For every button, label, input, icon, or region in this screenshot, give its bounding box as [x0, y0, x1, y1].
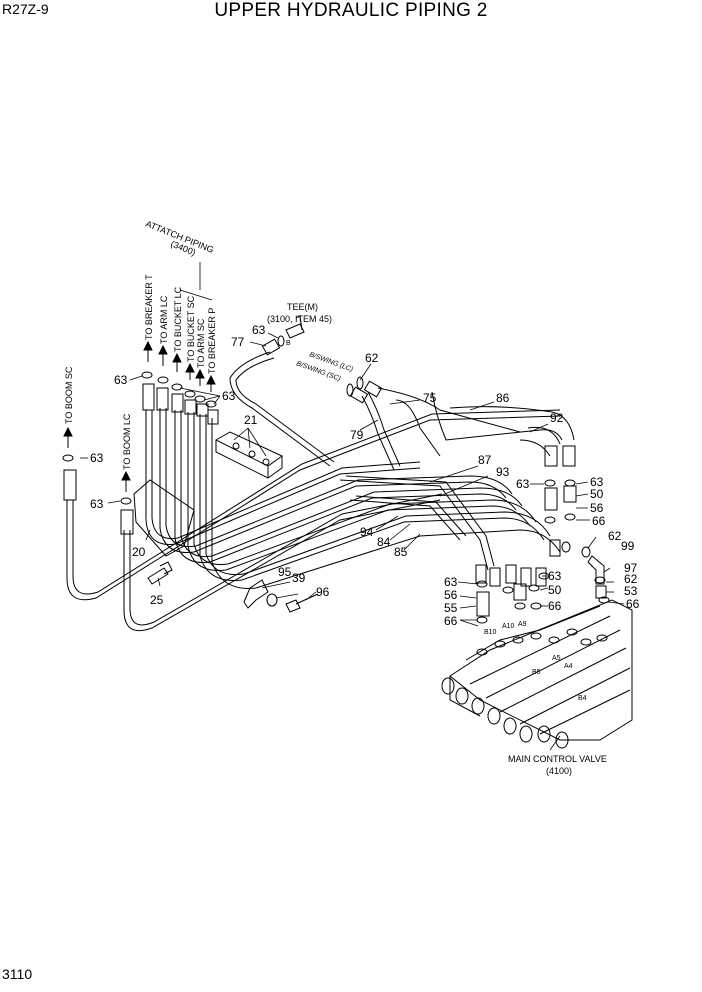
callout-25: 25 [150, 593, 164, 607]
callout-92: 92 [550, 411, 564, 425]
callout-63: 63 [444, 575, 458, 589]
page-number: 3110 [2, 966, 33, 982]
callout-66: 66 [548, 599, 562, 613]
leader-lines [80, 262, 625, 751]
callout-63: 63 [252, 323, 266, 337]
callout-56: 56 [444, 588, 458, 602]
main-control-valve-body [441, 599, 633, 749]
upper-hoses [229, 351, 575, 471]
part-callouts: 63 63 63 63 63 77 21 20 25 95 39 96 62 7… [90, 323, 640, 628]
callout-86: 86 [496, 391, 510, 405]
to-arm-lc-label: TO ARM LC [159, 295, 169, 344]
bolt-96 [285, 593, 319, 613]
page-title: UPPER HYDRAULIC PIPING 2 [214, 0, 488, 21]
main-control-valve-label: MAIN CONTROL VALVE [508, 754, 607, 764]
callout-55: 55 [444, 601, 458, 615]
callout-39: 39 [292, 571, 306, 585]
callout-66: 66 [626, 597, 640, 611]
callout-99: 99 [621, 539, 635, 553]
callout-63: 63 [90, 497, 104, 511]
callout-62: 62 [365, 351, 379, 365]
callout-63: 63 [590, 475, 604, 489]
callout-96: 96 [316, 585, 330, 599]
annotation-labels: ATTATCH PIPING (3400) TEE(M) (3100, ITEM… [64, 219, 607, 776]
callout-63: 63 [548, 569, 562, 583]
callout-53: 53 [624, 584, 638, 598]
clamp-20 [133, 479, 195, 557]
tee-fitting [285, 315, 305, 339]
to-breaker-t-label: TO BREAKER T [144, 274, 154, 340]
port-label: B10 [484, 629, 497, 636]
main-control-valve-ref: (4100) [546, 766, 572, 776]
port-labels: B A10 A9 B10 A5 A4 B5 B4 [286, 340, 587, 702]
washer-39 [266, 593, 278, 607]
callout-62: 62 [608, 529, 622, 543]
callout-84: 84 [377, 535, 391, 549]
to-bucket-lc-label: TO BUCKET LC [173, 286, 183, 352]
bracket-95 [243, 579, 269, 609]
model-code: R27Z-9 [2, 1, 49, 17]
port-label: B4 [578, 695, 587, 702]
callout-62: 62 [624, 572, 638, 586]
tee-label: TEE(M) [287, 302, 318, 312]
bolt-25 [147, 561, 173, 585]
callout-66: 66 [592, 514, 606, 528]
callout-63: 63 [90, 451, 104, 465]
tee-ref: (3100, ITEM 45) [267, 314, 332, 324]
port-label: B [286, 340, 291, 347]
callout-79: 79 [350, 428, 364, 442]
to-boom-lc-label: TO BOOM LC [122, 413, 132, 470]
callout-93: 93 [496, 465, 510, 479]
callout-95: 95 [278, 565, 292, 579]
port-label: A9 [518, 621, 527, 628]
to-arm-sc-label: TO ARM SC [196, 318, 206, 368]
port-label: A4 [564, 663, 573, 670]
port-label: A5 [552, 655, 561, 662]
hose-end-fittings [63, 338, 576, 587]
to-breaker-p-label: TO BREAKER P [207, 308, 217, 374]
callout-56: 56 [590, 501, 604, 515]
callout-66: 66 [444, 614, 458, 628]
adapters [476, 485, 607, 617]
callout-50: 50 [548, 583, 562, 597]
callout-50: 50 [590, 487, 604, 501]
to-bucket-sc-label: TO BUCKET SC [186, 295, 196, 362]
callout-85: 85 [394, 545, 408, 559]
callout-20: 20 [132, 545, 146, 559]
callout-21: 21 [244, 413, 258, 427]
hose-bundle [66, 408, 561, 632]
port-label: A10 [502, 623, 515, 630]
port-label: B5 [532, 669, 541, 676]
callout-63: 63 [114, 373, 128, 387]
callout-87: 87 [478, 453, 492, 467]
callout-97: 97 [624, 561, 638, 575]
clamp-set-21 [214, 431, 283, 479]
to-boom-sc-label: TO BOOM SC [64, 366, 74, 424]
callout-94: 94 [360, 525, 374, 539]
callout-75: 75 [423, 391, 437, 405]
callout-63: 63 [516, 477, 530, 491]
callout-77: 77 [231, 335, 245, 349]
direction-arrows [63, 340, 216, 492]
callout-63: 63 [222, 389, 236, 403]
